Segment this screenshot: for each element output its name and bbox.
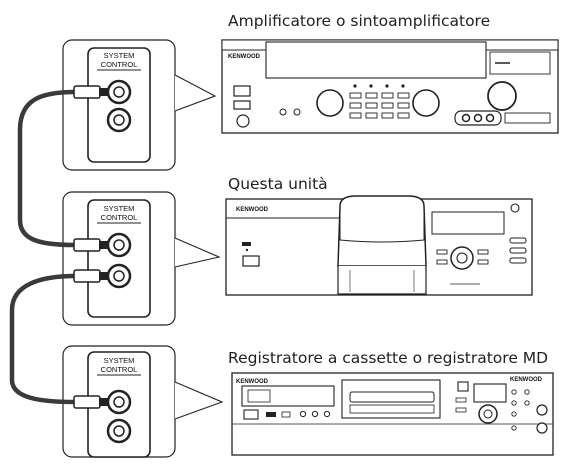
amplifier-device: KENWOOD <box>221 39 559 134</box>
recorder-device: KENWOOD KENWOOD <box>231 372 554 456</box>
panel-middle-line2: CONTROL <box>101 213 138 222</box>
recorder-brand-right: KENWOOD <box>510 377 543 383</box>
panel-top: SYSTEM CONTROL <box>62 39 217 171</box>
recorder-label: Registratore a cassette o registratore M… <box>228 349 549 367</box>
this-unit-device: KENWOOD <box>225 195 533 296</box>
panel-middle: SYSTEM CONTROL <box>62 191 221 326</box>
panel-middle-line1: SYSTEM <box>104 204 135 213</box>
panel-top-line2: CONTROL <box>101 60 138 69</box>
panel-bottom-line2: CONTROL <box>101 365 138 374</box>
this-unit-brand: KENWOOD <box>236 207 269 213</box>
recorder-brand-left: KENWOOD <box>236 379 269 385</box>
panel-bottom: SYSTEM CONTROL <box>62 345 224 458</box>
this-unit-label: Questa unità <box>228 175 328 193</box>
amplifier-brand: KENWOOD <box>228 54 261 60</box>
panel-bottom-line1: SYSTEM <box>104 356 135 365</box>
panel-top-line1: SYSTEM <box>104 51 135 60</box>
cables <box>9 85 109 409</box>
amplifier-label: Amplificatore o sintoamplificatore <box>228 12 491 30</box>
